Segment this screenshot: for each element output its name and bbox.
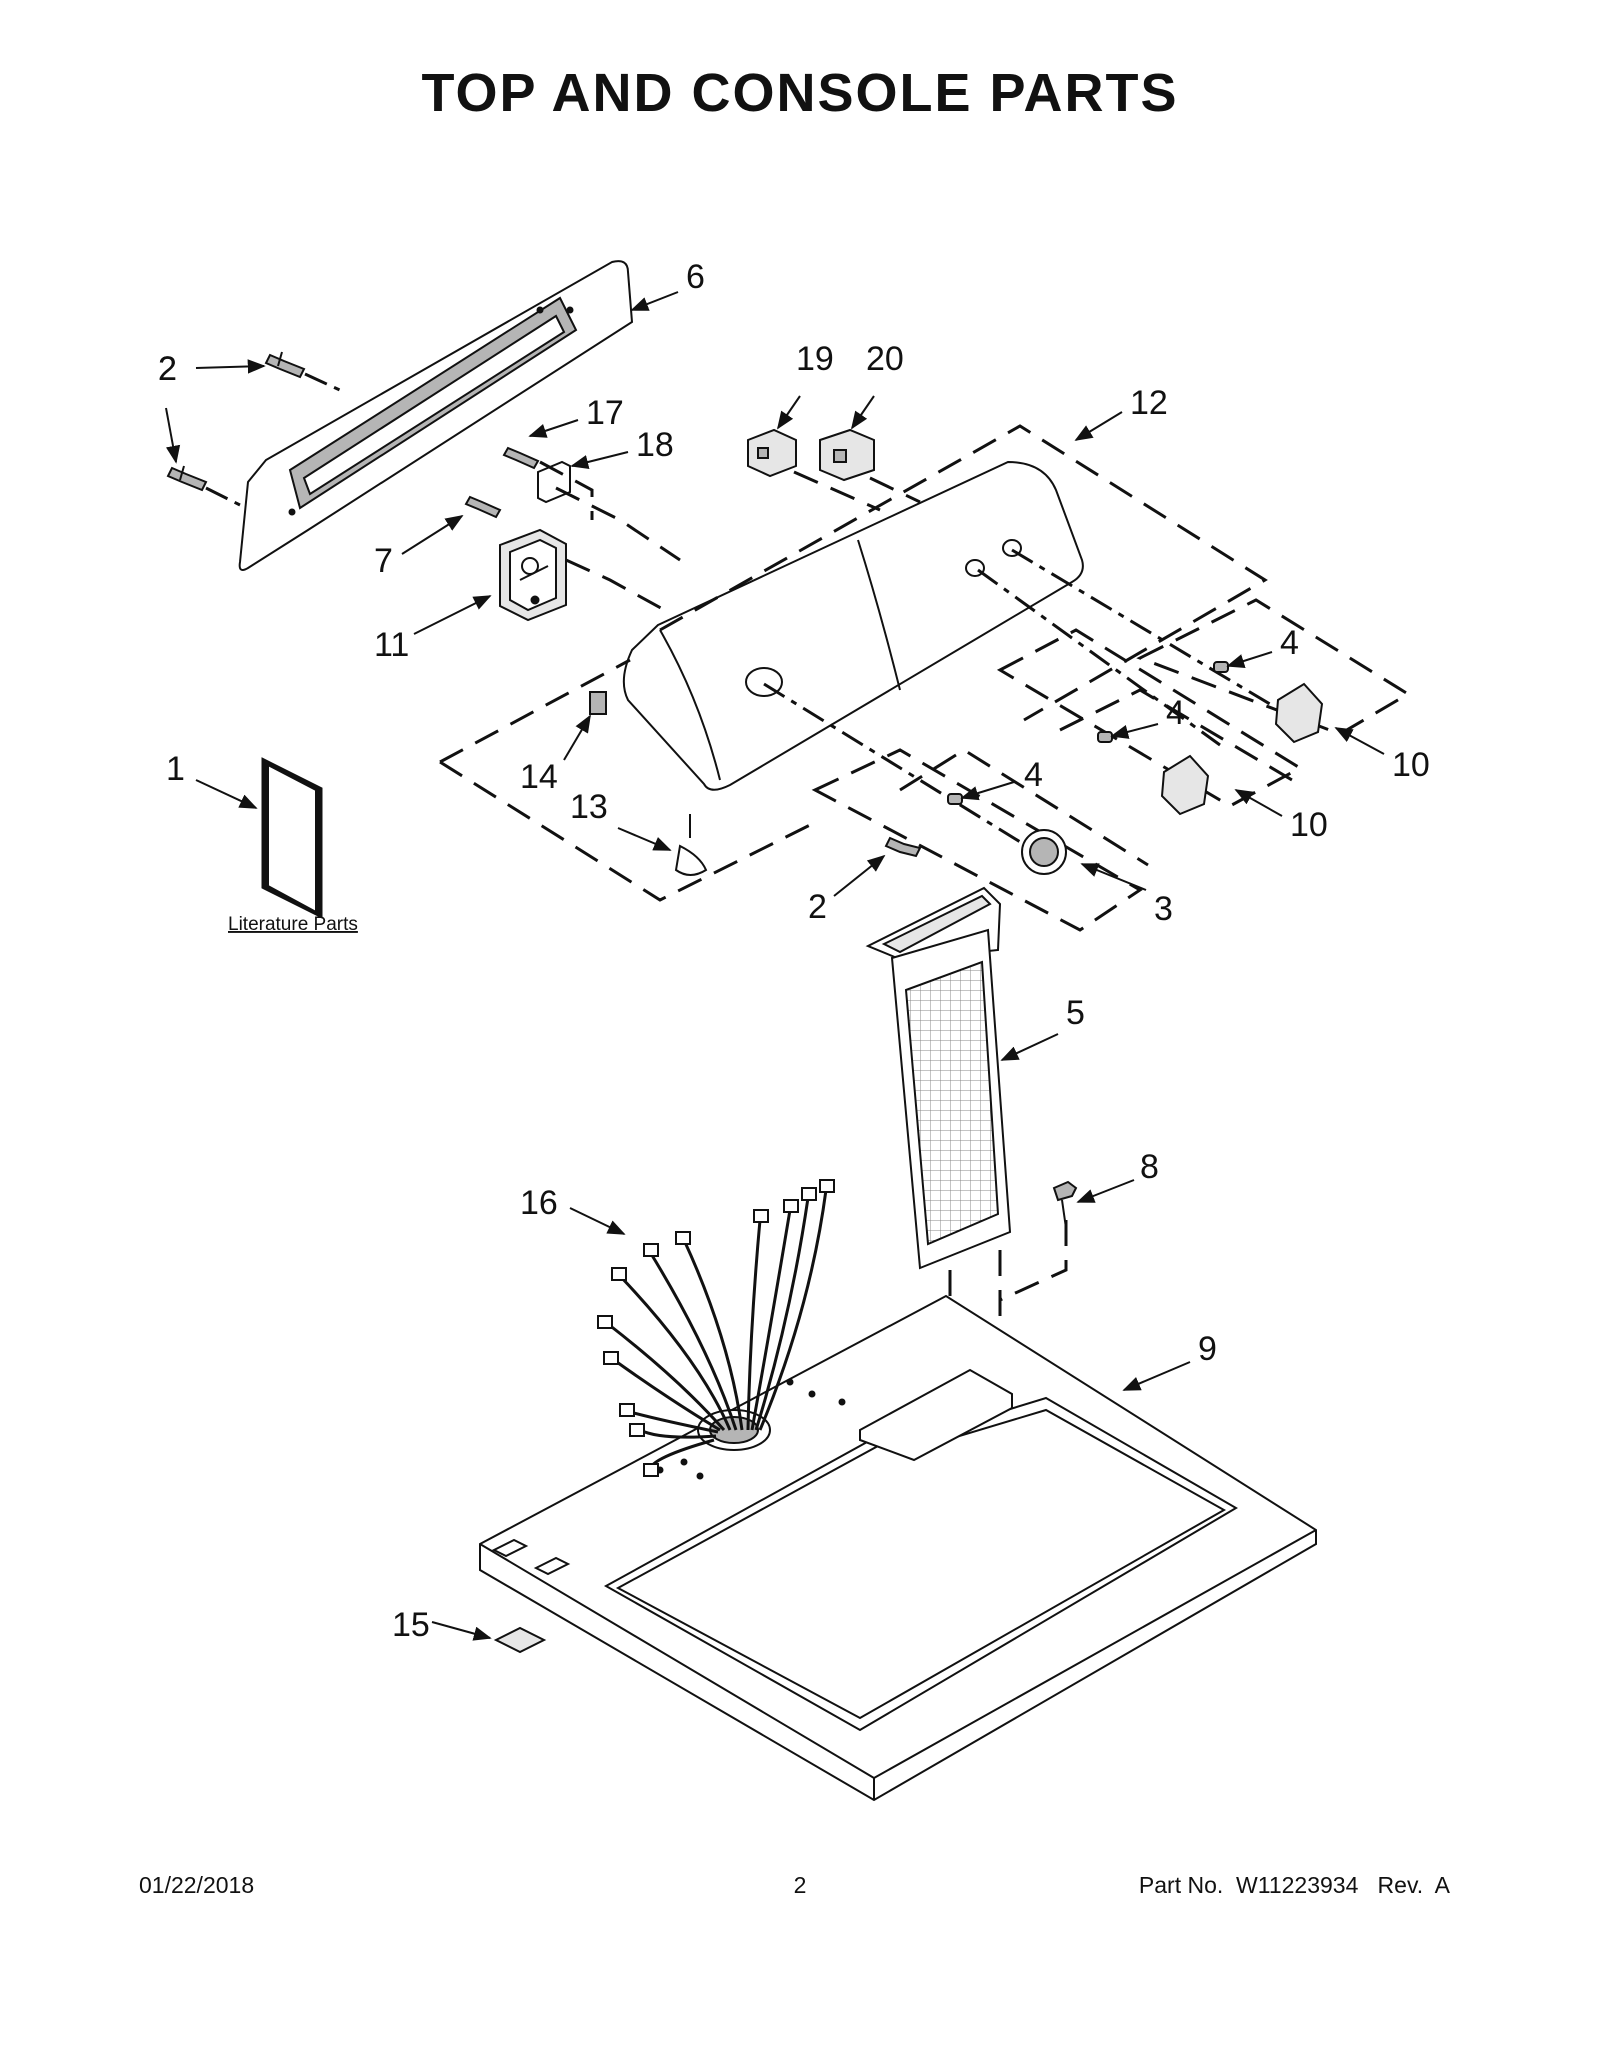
literature-parts-label: Literature Parts bbox=[228, 914, 358, 935]
callout-label: 3 bbox=[1154, 890, 1173, 928]
pad-icon bbox=[493, 1626, 547, 1654]
callout-label: 20 bbox=[866, 340, 904, 378]
spring-icon bbox=[947, 793, 963, 805]
callout-label: 2 bbox=[808, 888, 827, 926]
callout-label: 19 bbox=[796, 340, 834, 378]
knob-icon bbox=[1274, 682, 1324, 744]
callout-label: 10 bbox=[1392, 746, 1430, 784]
console-housing bbox=[622, 460, 1084, 791]
callout-label: 4 bbox=[1280, 624, 1299, 662]
literature-icon bbox=[261, 757, 323, 919]
lint-screen bbox=[865, 886, 1012, 1270]
callout-label: 18 bbox=[636, 426, 674, 464]
footer-page-number: 2 bbox=[793, 1872, 807, 1898]
connector-icon bbox=[597, 1179, 835, 1477]
spring-icon bbox=[1097, 731, 1113, 743]
page-title: TOP AND CONSOLE PARTS bbox=[421, 63, 1179, 123]
callout-label: 2 bbox=[158, 350, 177, 388]
callout-label: 7 bbox=[374, 542, 393, 580]
spring-icon bbox=[1213, 661, 1229, 673]
callout-label: 4 bbox=[1166, 694, 1185, 732]
screw-icon bbox=[502, 446, 540, 470]
callout-label: 2 bbox=[158, 350, 177, 388]
screw-icon bbox=[166, 465, 208, 492]
callout-label: 11 bbox=[374, 626, 409, 664]
timer-icon bbox=[499, 528, 567, 622]
callout-label: 12 bbox=[1130, 384, 1168, 422]
console-rear-panel bbox=[238, 260, 634, 571]
callout-label: 15 bbox=[392, 1606, 430, 1644]
knob-icon bbox=[1021, 829, 1067, 875]
screw-icon bbox=[264, 351, 306, 379]
screw-icon bbox=[884, 836, 922, 858]
callout-label: 17 bbox=[586, 394, 624, 432]
callout-label: 5 bbox=[1066, 994, 1085, 1032]
callout-label: 6 bbox=[686, 258, 705, 296]
switch-icon bbox=[819, 428, 875, 482]
callout-label: 13 bbox=[570, 788, 608, 826]
callout-label: 1 bbox=[166, 750, 185, 788]
callout-label: 9 bbox=[1198, 1330, 1217, 1368]
callout-label: 16 bbox=[520, 1184, 558, 1222]
callout-label: 14 bbox=[520, 758, 558, 796]
callout-label: 10 bbox=[1290, 806, 1328, 844]
screw-icon bbox=[464, 495, 502, 519]
screw-icon bbox=[1052, 1180, 1078, 1229]
switch-icon bbox=[747, 428, 797, 478]
clip-icon bbox=[589, 691, 607, 715]
footer-date: 01/22/2018 bbox=[139, 1872, 255, 1898]
footer-part-number: Part No. W11223934 Rev. A bbox=[1138, 1872, 1450, 1898]
clamp-icon bbox=[674, 844, 708, 876]
knob-icon bbox=[1160, 754, 1210, 816]
callout-label: 4 bbox=[1024, 756, 1043, 794]
callout-label: 8 bbox=[1140, 1148, 1159, 1186]
dryer-top-panel bbox=[479, 1294, 1317, 1802]
